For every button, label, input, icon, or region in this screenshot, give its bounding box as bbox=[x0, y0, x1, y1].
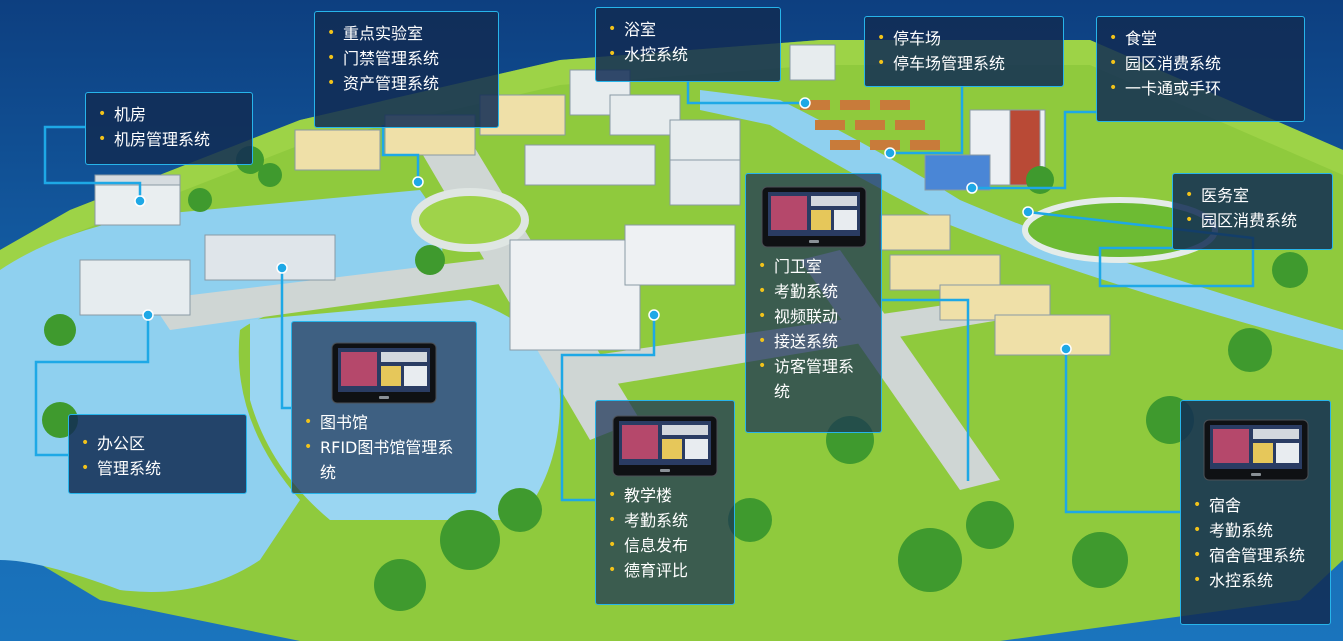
callout-parking-item: 停车场管理系统 bbox=[877, 51, 1051, 76]
connector-dots bbox=[134, 97, 1072, 355]
tablet-kiosk-icon bbox=[761, 186, 866, 248]
callout-clinic-item: 园区消费系统 bbox=[1185, 208, 1320, 233]
callout-library-item: 图书馆 bbox=[304, 410, 464, 435]
callout-gate-item: 门卫室 bbox=[758, 254, 869, 279]
callout-lab-item: 重点实验室 bbox=[327, 21, 486, 46]
connector-lines bbox=[34, 80, 1255, 514]
callout-lab-item: 资产管理系统 bbox=[327, 71, 486, 96]
callout-parking-item: 停车场 bbox=[877, 26, 1051, 51]
callout-canteen-item: 食堂 bbox=[1109, 26, 1292, 51]
callout-teaching-item: 教学楼 bbox=[608, 483, 722, 508]
callout-gate-item: 访客管理系统 bbox=[758, 354, 869, 404]
callout-bathroom-item: 水控系统 bbox=[608, 42, 768, 67]
callout-dorm-item: 宿舍 bbox=[1193, 493, 1318, 518]
callout-teaching-item: 德育评比 bbox=[608, 558, 722, 583]
callout-gate: 门卫室 考勤系统 视频联动 接送系统 访客管理系统 bbox=[745, 173, 882, 433]
callout-clinic: 医务室 园区消费系统 bbox=[1172, 173, 1333, 250]
callout-canteen-item: 园区消费系统 bbox=[1109, 51, 1292, 76]
callout-gate-item: 接送系统 bbox=[758, 329, 869, 354]
callout-office: 办公区 管理系统 bbox=[68, 414, 247, 494]
callout-dorm-item: 考勤系统 bbox=[1193, 518, 1318, 543]
callout-teaching-item: 考勤系统 bbox=[608, 508, 722, 533]
callout-canteen-item: 一卡通或手环 bbox=[1109, 76, 1292, 101]
callout-gate-item: 视频联动 bbox=[758, 304, 869, 329]
callout-dorm: 宿舍 考勤系统 宿舍管理系统 水控系统 bbox=[1180, 400, 1331, 625]
callout-library-item: RFID图书馆管理系统 bbox=[304, 435, 464, 485]
callout-bathroom-item: 浴室 bbox=[608, 17, 768, 42]
callout-office-item: 管理系统 bbox=[81, 456, 234, 481]
parking-lot-grid bbox=[800, 100, 940, 150]
callout-gate-item: 考勤系统 bbox=[758, 279, 869, 304]
callout-server-room-item: 机房 bbox=[98, 102, 240, 127]
tablet-kiosk-icon bbox=[1203, 419, 1308, 481]
callout-lab-item: 门禁管理系统 bbox=[327, 46, 486, 71]
callout-clinic-item: 医务室 bbox=[1185, 183, 1320, 208]
tablet-kiosk-icon bbox=[612, 415, 718, 477]
callout-teaching: 教学楼 考勤系统 信息发布 德育评比 bbox=[595, 400, 735, 605]
tablet-kiosk-icon bbox=[331, 342, 437, 404]
callout-canteen: 食堂 园区消费系统 一卡通或手环 bbox=[1096, 16, 1305, 122]
callout-office-item: 办公区 bbox=[81, 431, 234, 456]
callout-parking: 停车场 停车场管理系统 bbox=[864, 16, 1064, 87]
callout-bathroom: 浴室 水控系统 bbox=[595, 7, 781, 82]
callout-library: 图书馆 RFID图书馆管理系统 bbox=[291, 321, 477, 494]
callout-teaching-item: 信息发布 bbox=[608, 533, 722, 558]
callout-dorm-item: 水控系统 bbox=[1193, 568, 1318, 593]
callout-server-room: 机房 机房管理系统 bbox=[85, 92, 253, 165]
callout-lab: 重点实验室 门禁管理系统 资产管理系统 bbox=[314, 11, 499, 128]
callout-server-room-item: 机房管理系统 bbox=[98, 127, 240, 152]
callout-dorm-item: 宿舍管理系统 bbox=[1193, 543, 1318, 568]
roundabout bbox=[411, 188, 529, 252]
buildings bbox=[79, 44, 1111, 356]
